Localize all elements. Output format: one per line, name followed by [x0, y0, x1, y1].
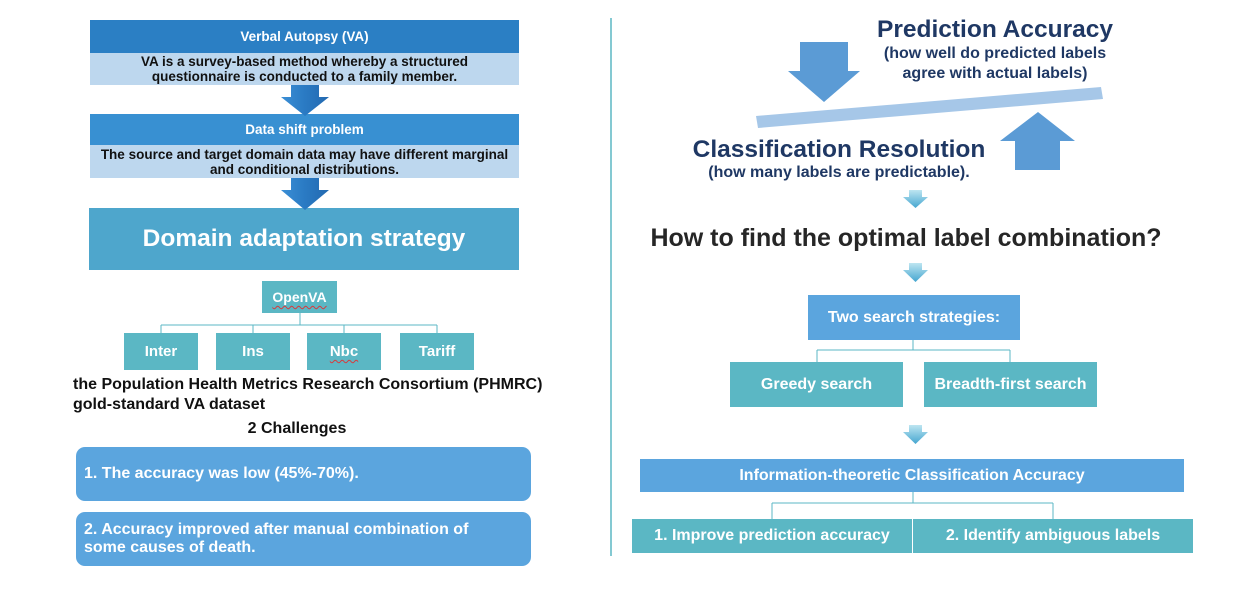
tradeoff-balance-bar [756, 87, 1103, 128]
information-theoretic-accuracy-box: Information-theoretic Classification Acc… [640, 459, 1184, 492]
outcome-box-improve-accuracy: 1. Improve prediction accuracy [632, 519, 912, 553]
small-down-arrow-icon [903, 425, 928, 444]
challenge-box-1: 1. The accuracy was low (45%-70%). [76, 447, 531, 501]
search-strategy-connectors [816, 340, 1011, 362]
dataset-caption: the Population Health Metrics Research C… [73, 375, 542, 415]
challenge-line: 2. Accuracy improved after manual combin… [84, 521, 469, 538]
outcome-connectors [771, 492, 1054, 519]
prediction-accuracy-title: Prediction Accuracy [876, 16, 1114, 43]
dataset-line: gold-standard VA dataset [73, 396, 266, 413]
openva-method-connectors [160, 313, 438, 333]
challenge-box-2: 2. Accuracy improved after manual combin… [76, 512, 531, 566]
challenge-line: some causes of death. [84, 539, 256, 556]
data-shift-header: Data shift problem [90, 114, 519, 145]
method-label: Inter [144, 343, 178, 360]
challenge-line: 1. The accuracy was low (45%-70%). [84, 465, 359, 482]
challenges-title: 2 Challenges [247, 420, 347, 437]
prediction-accuracy-subtitle: agree with actual labels) [902, 65, 1088, 82]
method-label: Tariff [418, 343, 456, 360]
breadth-first-search-box: Breadth-first search [924, 362, 1097, 407]
prediction-accuracy-label: Prediction Accuracy (how well do predict… [845, 15, 1145, 84]
search-strategies-box: Two search strategies: [808, 295, 1020, 340]
data-shift-description: The source and target domain data may ha… [90, 145, 519, 178]
optimal-label-question: How to find the optimal label combinatio… [650, 224, 1162, 252]
verbal-autopsy-description: VA is a survey-based method whereby a st… [90, 53, 519, 85]
classification-resolution-subtitle: (how many labels are predictable). [708, 164, 970, 181]
method-label: Ins [242, 343, 264, 360]
dataset-line: the Population Health Metrics Research C… [73, 376, 543, 393]
method-box-inter: Inter [124, 333, 198, 370]
openva-box: OpenVA [262, 281, 337, 313]
big-up-arrow-icon [1000, 112, 1075, 170]
description-line: VA is a survey-based method whereby a st… [140, 54, 469, 69]
description-line: The source and target domain data may ha… [100, 146, 509, 162]
method-label: Nbc [329, 343, 359, 360]
down-arrow-icon [281, 85, 329, 116]
small-down-arrow-icon [903, 190, 928, 208]
prediction-accuracy-subtitle: (how well do predicted labels [883, 45, 1107, 62]
classification-resolution-label: Classification Resolution (how many labe… [689, 135, 989, 181]
greedy-search-box: Greedy search [730, 362, 903, 407]
method-box-ins: Ins [216, 333, 290, 370]
small-down-arrow-icon [903, 263, 928, 282]
down-arrow-icon [281, 178, 329, 210]
openva-label: OpenVA [272, 289, 327, 305]
verbal-autopsy-header: Verbal Autopsy (VA) [90, 20, 519, 53]
domain-adaptation-box: Domain adaptation strategy [89, 208, 519, 270]
outcome-box-ambiguous-labels: 2. Identify ambiguous labels [913, 519, 1193, 553]
description-line: and conditional distributions. [210, 161, 399, 177]
description-line: questionnaire is conducted to a family m… [151, 69, 458, 84]
method-box-nbc: Nbc [307, 333, 381, 370]
method-box-tariff: Tariff [400, 333, 474, 370]
classification-resolution-title: Classification Resolution [692, 136, 986, 163]
